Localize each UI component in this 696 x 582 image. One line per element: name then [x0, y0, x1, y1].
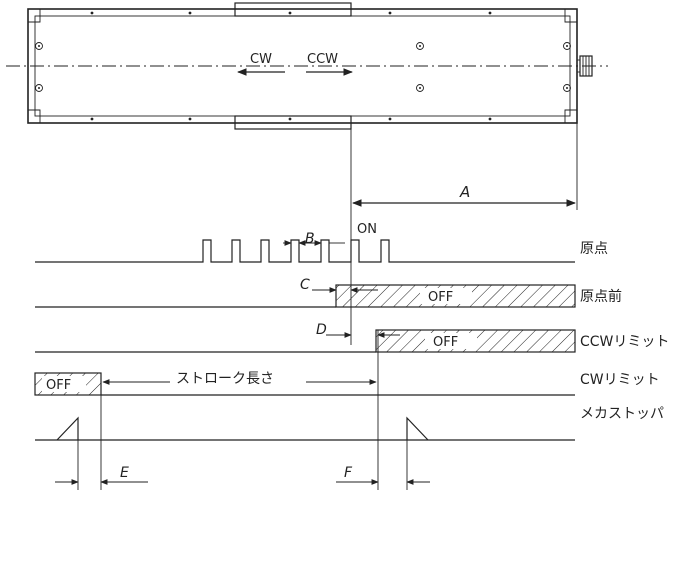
row-label-ccw-limit: CCWリミット [580, 334, 669, 350]
corner-bracket-tl [28, 9, 41, 23]
row-label-mech-stopper: メカストッパ [580, 406, 664, 422]
actuator-top-view: CW CCW [6, 2, 608, 130]
dimension-e: E [55, 465, 148, 485]
dim-b-label: B [305, 231, 315, 247]
dim-a-label: A [459, 183, 470, 201]
dimension-f: F [336, 465, 430, 485]
row-label-pre-origin: 原点前 [580, 288, 622, 305]
rail-dots [90, 11, 492, 121]
screw-icon [35, 84, 43, 92]
dim-f-label: F [344, 465, 353, 481]
cw-limit-signal-row: OFF ストローク長さ CWリミット [34, 369, 660, 396]
origin-signal-row: B ON 原点 [35, 222, 608, 263]
mech-stopper-right [406, 416, 429, 441]
pre-origin-off-label: OFF [428, 290, 453, 305]
ccw-label: CCW [307, 52, 338, 67]
screw-icon [416, 84, 424, 92]
cw-label: CW [250, 52, 272, 67]
on-label: ON [357, 222, 377, 237]
slider-plate-top [234, 2, 352, 17]
dim-c-label: C [300, 277, 310, 293]
ccw-limit-signal-row: OFF D CCWリミット [35, 322, 669, 353]
corner-bracket-br [564, 109, 577, 123]
corner-bracket-tr [564, 9, 577, 23]
row-label-cw-limit: CWリミット [580, 372, 660, 388]
row-label-origin: 原点 [580, 241, 608, 257]
screw-icon [563, 42, 571, 50]
screw-icon [563, 84, 571, 92]
stroke-length-label: ストローク長さ [176, 371, 274, 387]
ccw-limit-off-label: OFF [433, 335, 458, 350]
pre-origin-signal-row: OFF C 原点前 [35, 277, 622, 308]
mech-stopper-row: メカストッパ [35, 406, 664, 441]
mech-stopper-left [56, 416, 79, 441]
dimension-a: A [352, 183, 576, 207]
screw-icon [35, 42, 43, 50]
cw-limit-off-label: OFF [46, 378, 71, 393]
corner-bracket-bl [28, 109, 41, 123]
dim-d-label: D [316, 322, 327, 338]
origin-pulse-train [35, 239, 575, 263]
dim-e-label: E [120, 465, 129, 481]
screw-icon [416, 42, 424, 50]
